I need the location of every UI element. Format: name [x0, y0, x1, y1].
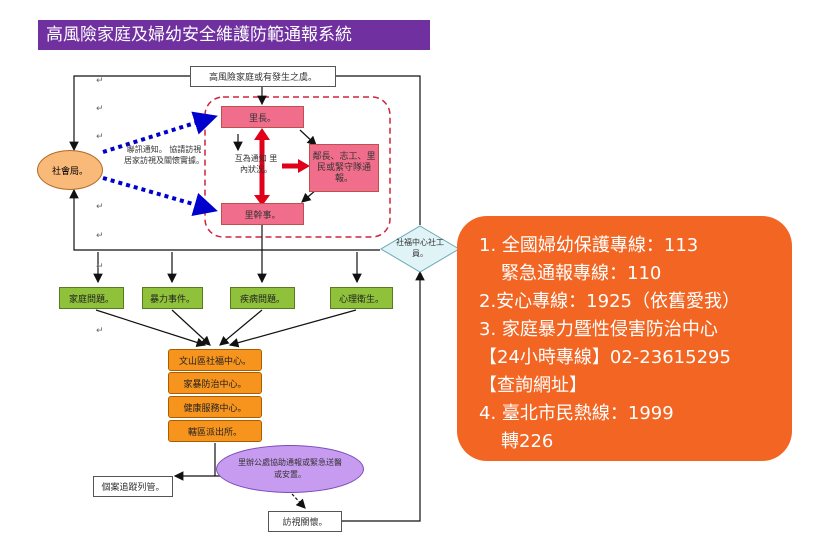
- case-tracking-node: 個案追蹤列管。: [93, 476, 173, 497]
- public-to-followup-line: [291, 493, 306, 509]
- hotline-panel: 1. 全國婦幼保護專線：113 緊急通報專線：110 2.安心專線：1925（依…: [457, 216, 792, 461]
- paragraph-mark: ↵: [96, 104, 104, 114]
- chief-to-neighbors-arrow: [299, 129, 317, 146]
- social-center-node: 社福中心社工員。: [396, 238, 444, 258]
- social-bureau-node: 社會局。: [37, 150, 103, 190]
- start-to-social-bureau-line: [69, 75, 190, 152]
- bureau-to-chief-blue-arrow: [102, 111, 218, 154]
- public-sector-node: 里辦公處協助通報或緊急送醫或安置。: [216, 445, 364, 493]
- hotline-line-7: 4. 臺北市民熱線：1999: [479, 403, 674, 424]
- neighbors-to-officer-arrow: [301, 189, 317, 203]
- follow-up-node: 訪視關懷。: [268, 511, 342, 532]
- family-to-agencies-line: [95, 309, 207, 348]
- agency-health: 健康服務中心。: [168, 396, 262, 418]
- liaison-note: 互為通知 里內狀況。: [234, 154, 278, 174]
- hotline-line-3: 2.安心專線：1925（依舊愛我）: [479, 291, 740, 312]
- hotline-line-6: 【查詢網址】: [479, 375, 587, 396]
- hotline-line-2: 緊急通報專線：110: [501, 263, 662, 284]
- start-to-center-line: [336, 75, 421, 225]
- start-node: 高風險家庭或有發生之虞。: [190, 66, 336, 87]
- category-illness: 疾病問題。: [230, 287, 295, 309]
- mental-to-agencies-line: [228, 309, 357, 348]
- agency-social-welfare: 文山區社福中心。: [168, 349, 262, 371]
- followup-to-center-line: [342, 270, 425, 522]
- community-region-outline: [204, 96, 391, 238]
- paragraph-mark: ↵: [96, 262, 104, 272]
- paragraph-mark: ↵: [96, 202, 104, 212]
- red-down-arrowhead: [254, 195, 270, 206]
- paragraph-mark: ↵: [96, 326, 104, 336]
- red-right-arrowhead: [298, 159, 310, 173]
- hotline-line-8: 轉226: [501, 431, 554, 452]
- hotline-line-5: 【24小時專線】02-23615295: [479, 347, 731, 368]
- violence-to-agencies-line: [171, 309, 211, 346]
- red-up-arrowhead: [254, 128, 270, 140]
- bureau-to-officer-blue-arrow: [102, 176, 218, 216]
- agency-domestic-violence: 家暴防治中心。: [168, 372, 262, 394]
- chief-node: 里長。: [221, 106, 304, 128]
- hotline-line-4: 3. 家庭暴力暨性侵害防治中心: [479, 319, 718, 340]
- category-family: 家庭問題。: [59, 287, 124, 309]
- hotline-line-1: 1. 全國婦幼保護專線：113: [479, 235, 699, 256]
- paragraph-mark: ↵: [96, 132, 104, 142]
- agency-police: 轄區派出所。: [168, 420, 262, 442]
- center-to-social-bureau-line: [69, 188, 380, 251]
- social-center-diamond: [380, 225, 460, 273]
- officer-node: 里幹事。: [221, 203, 304, 225]
- paragraph-mark: ↵: [96, 76, 104, 86]
- illness-to-agencies-line: [219, 309, 263, 346]
- page-title: 高風險家庭及婦幼安全維護防範通報系統: [38, 20, 430, 50]
- category-violence: 暴力事件。: [142, 287, 203, 309]
- paragraph-mark: ↵: [96, 231, 104, 241]
- neighbors-node: 鄰長、志工、里民或緊守隊通報。: [309, 144, 379, 192]
- referral-note: 聯訊通知。 協請訪視居家訪視及關懷實據。: [124, 145, 204, 165]
- category-mental: 心理衛生。: [330, 287, 393, 309]
